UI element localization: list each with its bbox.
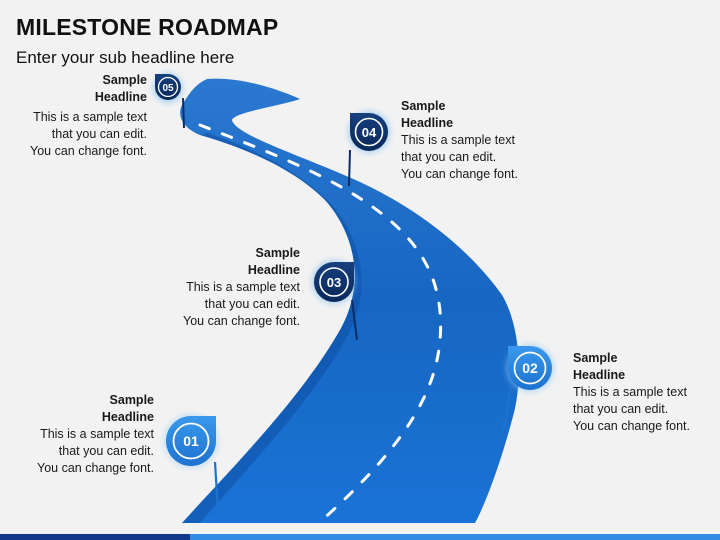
milestone-body-line3: You can change font. [37,461,154,475]
milestone-number-05: 05 [162,83,174,94]
page-subtitle: Enter your sub headline here [16,48,235,67]
milestone-headline-line2: Headline [247,263,300,277]
milestone-headline-line1: Sample [573,351,618,365]
milestone-pin-02 [501,344,554,433]
milestone-text-04: Sample Headline This is a sample text th… [401,98,518,183]
milestone-pin-05 [153,73,185,129]
milestone-body-line3: You can change font. [183,314,300,328]
milestone-pin-04 [348,111,390,187]
milestone-headline-line2: Headline [573,368,626,382]
milestone-number-03: 03 [327,275,341,290]
milestone-number-04: 04 [362,125,377,140]
bottom-accent-dark [0,534,190,540]
bottom-accent-light [190,534,720,540]
milestone-body-05: This is a sample text that you can edit.… [30,109,147,160]
milestone-text-05: Sample Headline [95,72,147,106]
road-center-line [198,123,443,524]
milestone-headline-line1: Sample [109,393,154,407]
milestone-body-line2: that you can edit. [573,402,669,416]
milestone-body-line1: This is a sample text [33,110,147,124]
milestone-headline-line1: Sample [255,246,300,260]
milestone-body-line1: This is a sample text [573,385,687,399]
milestone-body-line3: You can change font. [30,144,147,158]
road-surface [180,78,519,523]
bottom-accent-bar [0,534,720,540]
milestone-number-02: 02 [522,360,538,376]
milestone-headline-line2: Headline [101,410,154,424]
milestone-text-02: Sample Headline This is a sample text th… [573,350,690,435]
milestone-body-line2: that you can edit. [401,150,497,164]
milestone-body-line1: This is a sample text [401,133,515,147]
milestone-pin-01 [164,414,220,513]
milestone-headline-line2: Headline [94,90,147,104]
milestone-text-03: Sample Headline This is a sample text th… [183,245,300,330]
milestone-headline-line1: Sample [102,73,147,87]
milestone-headline-line2: Headline [401,116,454,130]
milestone-body-line3: You can change font. [401,167,518,181]
milestone-body-line2: that you can edit. [204,297,300,311]
milestone-body-line3: You can change font. [573,419,690,433]
milestone-body-line1: This is a sample text [40,427,154,441]
milestone-number-01: 01 [183,433,199,449]
milestone-body-line2: that you can edit. [51,127,147,141]
page-title: MILESTONE ROADMAP [16,14,279,40]
milestone-text-01: Sample Headline This is a sample text th… [37,392,154,477]
milestone-pin-03 [312,260,358,341]
milestone-body-line1: This is a sample text [186,280,300,294]
milestone-body-line2: that you can edit. [58,444,154,458]
milestone-headline-line1: Sample [401,99,446,113]
